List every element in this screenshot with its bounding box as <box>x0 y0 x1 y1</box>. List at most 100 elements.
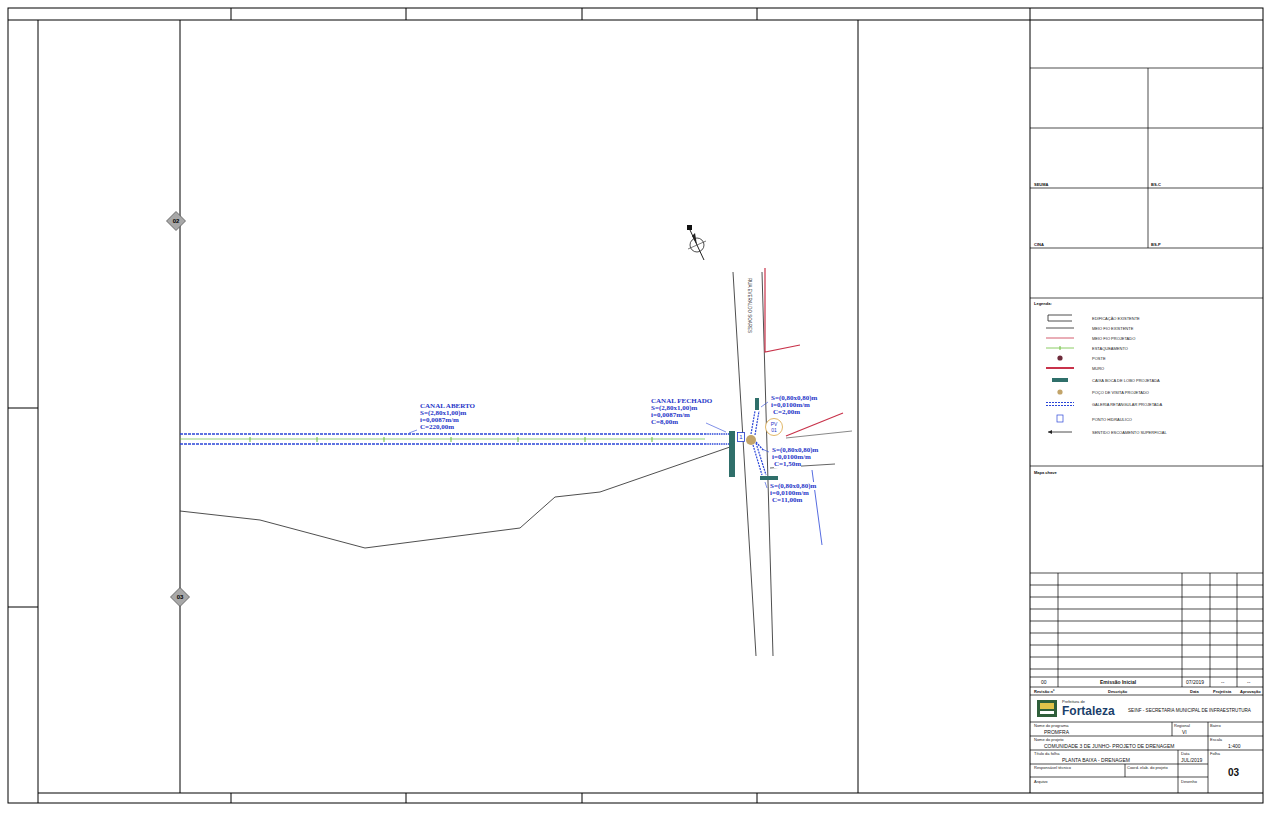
legend-text: MEIO FIO EXISTENTE <box>1092 326 1133 331</box>
curb-sample <box>1046 328 1074 329</box>
title-block-text: Data <box>1181 751 1189 756</box>
legend-text: ESTAQUEAMENTO <box>1092 346 1128 351</box>
grid-line <box>1030 750 1263 751</box>
grid-line <box>1172 722 1173 736</box>
section-marker: 03 <box>170 587 190 607</box>
wall-line <box>765 268 800 352</box>
grid-line <box>1030 736 1263 737</box>
title-block-text: Emissão Inicial <box>1100 679 1136 685</box>
flow-arrow-sample <box>1048 430 1052 434</box>
frame-tick <box>757 8 758 20</box>
inlet-box <box>760 476 778 480</box>
leader-line <box>762 449 769 452</box>
node-text: 01 <box>771 427 777 433</box>
grid-line <box>1030 633 1263 634</box>
grid-line <box>1030 128 1263 129</box>
frame-line <box>38 20 39 803</box>
section-marker: 02 <box>166 211 186 231</box>
title-block-text: Desenho <box>1181 779 1197 784</box>
stationing-line <box>180 439 705 440</box>
logo-shape <box>1040 703 1054 709</box>
grid-line <box>1125 764 1126 777</box>
leader-line <box>761 402 768 407</box>
grid-line <box>1030 677 1263 678</box>
title-block-text: 07/2019 <box>1186 679 1204 685</box>
north-arrow <box>687 225 706 260</box>
grid-line <box>1030 298 1263 299</box>
curb-line <box>786 431 852 438</box>
grid-line <box>1030 68 1263 69</box>
title-block-text: Nome do programa <box>1034 723 1068 728</box>
title-block-text: COMUNIDADE 3 DE JUNHO- PROJETO DE DRENAG… <box>1044 743 1174 749</box>
curb-projected-sample <box>1046 338 1074 339</box>
title-block-text: CINA <box>1034 242 1044 247</box>
title-block-text: Responsável técnico <box>1034 765 1071 770</box>
legend-text: GALERIA RETANGULAR PROJETADA <box>1092 402 1162 407</box>
station-tick <box>652 437 653 442</box>
grid-line <box>1030 585 1263 586</box>
grid-line <box>1030 669 1263 670</box>
curb-sample <box>1046 328 1074 329</box>
stationing-sample <box>1060 346 1061 350</box>
grid-line <box>1182 573 1183 687</box>
gallery-sample <box>1046 405 1074 406</box>
title-block-text: 1:400 <box>1228 743 1241 749</box>
legend-text: POÇO DE VISITA PROJETADO <box>1092 390 1149 395</box>
legend-text: MEIO FIO PROJETADO <box>1092 336 1135 341</box>
gallery-sample <box>1046 402 1074 403</box>
gallery-sample <box>1046 403 1074 406</box>
title-block-text: BS-P <box>1151 242 1161 247</box>
terrain-line <box>180 447 730 548</box>
station-tick <box>585 437 586 442</box>
station-tick <box>250 437 251 442</box>
grid-line <box>1030 609 1263 610</box>
viewport-line <box>858 20 859 793</box>
gallery-spec: C=1,50m <box>774 460 801 468</box>
inlet-box <box>755 398 759 410</box>
open-channel <box>180 433 705 435</box>
pole-swatch <box>1057 355 1062 360</box>
building-sample <box>1048 315 1072 321</box>
node-text: 1 <box>739 434 742 440</box>
node-text: 03 <box>177 594 184 600</box>
frame-tick <box>582 793 583 803</box>
frame-line <box>38 793 1263 794</box>
wall-sample <box>1046 367 1074 369</box>
stationing-sample <box>1046 346 1074 350</box>
compass-needle <box>690 230 704 260</box>
title-block-text: Coord. elab. do projeto <box>1127 765 1168 770</box>
pole-swatch <box>1057 355 1062 360</box>
frame-tick <box>582 8 583 20</box>
grid-line <box>1148 68 1149 248</box>
title-block-text: Aprovação <box>1240 689 1261 694</box>
logo-shape <box>1040 711 1054 714</box>
city-logo <box>1037 700 1057 717</box>
box-outline <box>738 433 745 442</box>
gallery-line <box>756 443 766 475</box>
gallery-line <box>755 411 759 435</box>
grid-line <box>1030 777 1208 778</box>
title-block-text: VI <box>1182 729 1187 735</box>
inlet-swatch <box>1052 378 1068 382</box>
title-block-text: PLANTA BAIXA - DRENAGEM <box>1062 757 1130 763</box>
flow-arrow-sample <box>1048 430 1072 434</box>
gallery-line <box>751 411 755 434</box>
title-block-text: Mapa chave <box>1034 470 1057 475</box>
wall-sample <box>1046 368 1074 369</box>
title-block-text: 00 <box>1041 679 1047 685</box>
frame-tick <box>1030 8 1031 20</box>
legend-samples <box>1046 315 1074 434</box>
leader-line <box>706 423 726 432</box>
title-block-text: BS-C <box>1151 182 1161 187</box>
title-block-text: JUL/2019 <box>1181 757 1202 763</box>
title-block-text: Nome do projeto <box>1034 737 1064 742</box>
title-block-text: -- <box>1221 679 1224 685</box>
gallery-spec: C=220,00m <box>420 423 454 431</box>
manhole-swatch <box>1057 389 1062 394</box>
title-block-text: Escala <box>1210 737 1222 742</box>
station-tick <box>451 437 452 442</box>
hydraulic-point-sample <box>1057 415 1063 422</box>
grid-line <box>1178 750 1179 793</box>
